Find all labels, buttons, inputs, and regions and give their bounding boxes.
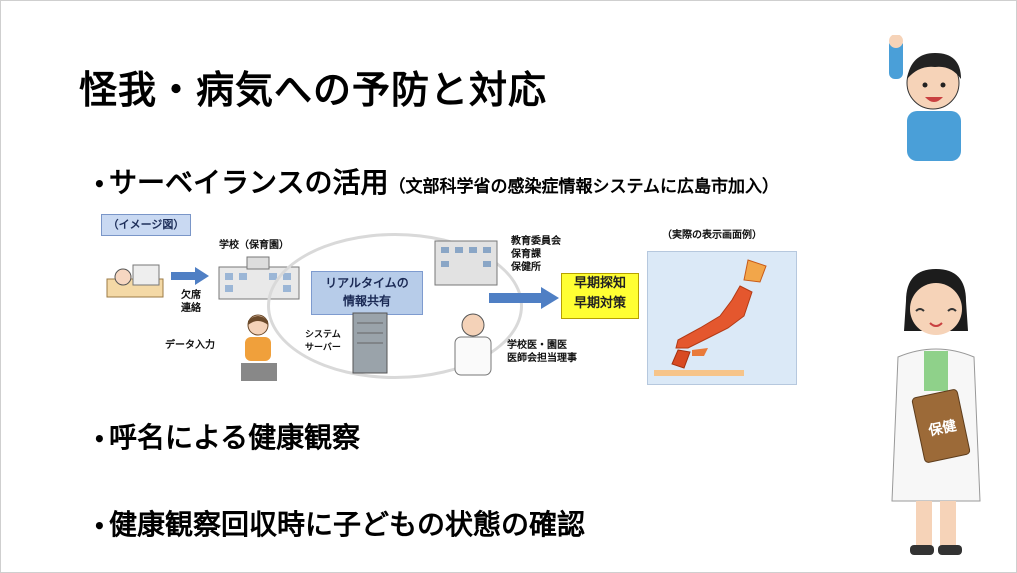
arrow-right-icon [171, 267, 209, 285]
school-label: 学校（保育園） [219, 240, 289, 251]
realtime-share-box: リアルタイムの 情報共有 [311, 271, 423, 315]
data-entry-person-illustration [241, 314, 277, 381]
school-nurse-illustration: 保健 [891, 269, 981, 555]
bullet-subtext: （文部科学省の感染症情報システムに広島市加入） [388, 177, 779, 197]
nurse-badge-text: 保健 [926, 417, 958, 440]
map-caption: （実際の表示画面例） [662, 230, 762, 241]
image-tag: （イメージ図） [101, 214, 191, 236]
sharing-ring [267, 233, 523, 379]
bullet-surveillance: •サーベイランスの活用（文部科学省の感染症情報システムに広島市加入） [93, 166, 779, 199]
japan-map-screenshot [647, 251, 797, 385]
office-building-illustration [434, 240, 498, 286]
bullet-dot: • [93, 514, 106, 538]
bullet-roll-call: •呼名による健康観察 [93, 421, 361, 454]
doctor-label: 学校医・園医 医師会担当理事 [507, 340, 577, 364]
japan-map-icon [654, 259, 767, 376]
board-label: 教育委員会 保育課 保健所 [511, 236, 561, 273]
bullet-dot: • [93, 427, 106, 451]
server-illustration [352, 312, 388, 374]
arrow-right-icon [489, 287, 559, 309]
school-doctor-illustration [454, 313, 492, 376]
page-title: 怪我・病気への予防と対応 [79, 68, 548, 112]
raised-hand-child-illustration [889, 35, 961, 161]
server-label: システム サーバー [305, 330, 341, 353]
surveillance-diagram: （イメージ図） 欠席 連絡 学校（保育園） データ入力 [97, 211, 817, 391]
bullet-dot: • [93, 172, 106, 196]
sick-child-illustration [106, 264, 164, 298]
early-detection-box: 早期探知 早期対策 [561, 273, 639, 319]
data-input-label: データ入力 [165, 340, 215, 351]
bullet-health-check: •健康観察回収時に子どもの状態の確認 [93, 508, 586, 541]
